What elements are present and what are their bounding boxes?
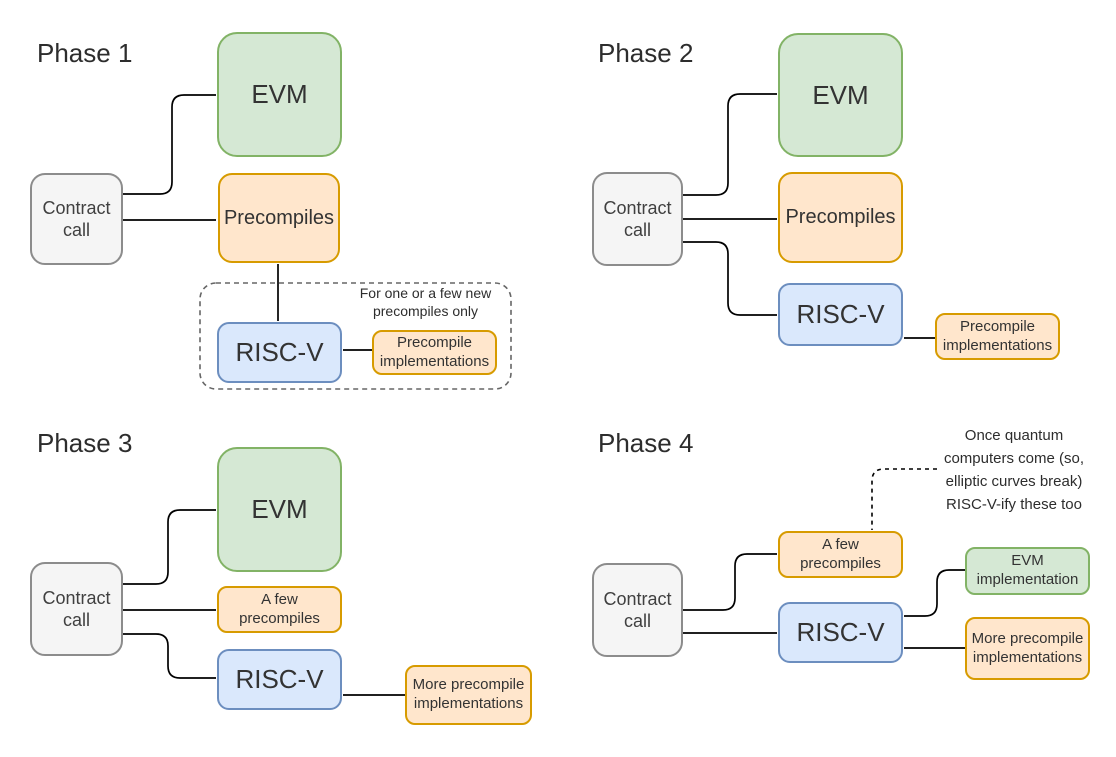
phase-2-precompile-implementations-node: Precompile implementations: [935, 313, 1060, 360]
phase-2-title: Phase 2: [598, 38, 694, 68]
phase-3-title: Phase 3: [37, 428, 133, 458]
phase-1-riscv-node: RISC-V: [217, 322, 342, 383]
phase-1-dashed-container: [199, 282, 512, 390]
phase-1-arrow-contract-to-evm: [123, 94, 216, 195]
phase-3-evm-node: EVM: [217, 447, 342, 572]
phase-4-contract-call-node: Contract call: [592, 563, 683, 657]
phase-1-precompiles-node: Precompiles: [218, 173, 340, 263]
phase-4-arrow-contract-to-precompiles: [683, 553, 777, 611]
phase-4-arrow-evmimpl-to-riscv: [904, 569, 965, 617]
phase-2-riscv-node: RISC-V: [778, 283, 903, 346]
phase-3-contract-call-node: Contract call: [30, 562, 123, 656]
phase-4-evm-implementation-node: EVM implementation: [965, 547, 1090, 595]
phase-2-arrow-contract-to-riscv: [683, 241, 777, 316]
phase-3-a-few-precompiles-node: A few precompiles: [217, 586, 342, 633]
phase-3-more-precompile-implementations-node: More precompile implementations: [405, 665, 532, 725]
phase-2-arrow-contract-to-evm: [683, 93, 777, 196]
phase-1-contract-call-node: Contract call: [30, 173, 123, 265]
phase-2-contract-call-node: Contract call: [592, 172, 683, 266]
phase-1-evm-node: EVM: [217, 32, 342, 157]
phase-3-arrow-contract-to-riscv: [123, 633, 216, 679]
phase-3-riscv-node: RISC-V: [217, 649, 342, 710]
phase-4-a-few-precompiles-node: A few precompiles: [778, 531, 903, 578]
phase-4-title: Phase 4: [598, 428, 694, 458]
phase-1-title: Phase 1: [37, 38, 133, 68]
phase-2-evm-node: EVM: [778, 33, 903, 157]
phase-4-riscv-node: RISC-V: [778, 602, 903, 663]
phase-2-precompiles-node: Precompiles: [778, 172, 903, 263]
phase-1-scope-note: For one or a few new precompiles only: [359, 285, 492, 319]
phase-4-quantum-note: Once quantum computers come (so, ellipti…: [943, 427, 1085, 513]
phase-3-arrow-contract-to-evm: [123, 509, 216, 585]
phase-1-precompile-implementations-node: Precompile implementations: [372, 330, 497, 375]
phase-4-dashed-arrow-note-to-precompiles: [871, 468, 937, 530]
phase-4-more-precompile-implementations-node: More precompile implementations: [965, 617, 1090, 680]
